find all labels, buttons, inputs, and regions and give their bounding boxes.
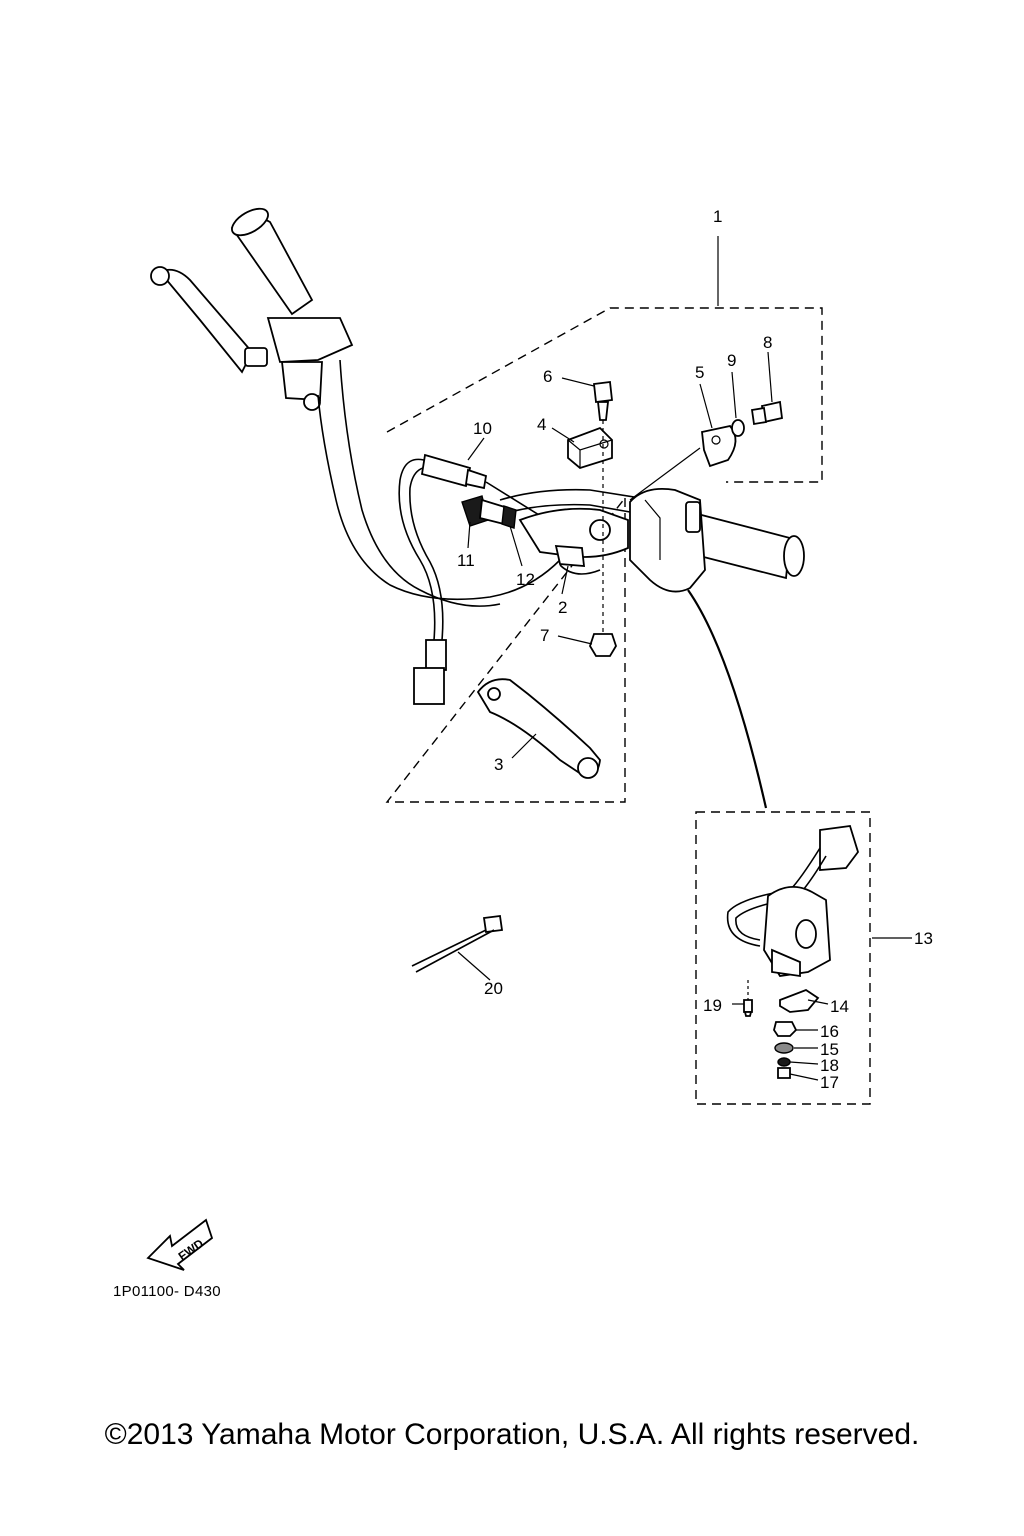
callout-7: 7 xyxy=(540,626,549,645)
kit-13-boundary xyxy=(695,811,871,1105)
fwd-arrow-icon: FWD xyxy=(146,1218,214,1271)
callout-8: 8 xyxy=(763,333,772,352)
kit-1-boundary xyxy=(385,307,823,803)
callout-5: 5 xyxy=(695,363,704,382)
clutch-switch xyxy=(398,453,561,705)
part-8-screw xyxy=(750,400,783,426)
part-3-lever xyxy=(476,678,601,779)
callout-18: 18 xyxy=(820,1056,839,1075)
callout-13: 13 xyxy=(914,929,933,948)
right-switch-on-bar xyxy=(629,487,768,809)
part-9-washer xyxy=(731,419,745,437)
part-18-spring-washer xyxy=(777,1057,791,1067)
part-19-screw xyxy=(743,980,753,1017)
callout-9: 9 xyxy=(727,351,736,370)
part-16-nut xyxy=(773,1021,798,1037)
lever-holder xyxy=(518,507,629,575)
part-14-clamp xyxy=(779,988,820,1013)
copyright-notice: ©2013 Yamaha Motor Corporation, U.S.A. A… xyxy=(104,1418,920,1451)
callout-11: 11 xyxy=(457,551,475,570)
part-15-washer xyxy=(774,1042,794,1054)
callout-6: 6 xyxy=(543,367,552,386)
part-6-bolt xyxy=(593,380,613,635)
callout-1: 1 xyxy=(713,207,722,226)
part-7-nut xyxy=(589,633,617,657)
callout-20: 20 xyxy=(484,979,503,998)
callout-12: 12 xyxy=(516,570,535,589)
callout-4: 4 xyxy=(537,415,546,434)
part-13-switch-assembly xyxy=(726,825,859,978)
callout-15: 15 xyxy=(820,1040,839,1059)
drawing-reference-code: 1P01100- D430 xyxy=(113,1283,221,1300)
callout-10: 10 xyxy=(473,419,492,438)
callout-19: 19 xyxy=(703,996,722,1015)
leader-lines xyxy=(457,236,912,1081)
part-20-cable-tie xyxy=(411,914,504,973)
callout-labels: 1 2 3 4 5 6 7 8 9 10 11 12 13 14 15 16 1… xyxy=(457,207,933,1092)
callout-14: 14 xyxy=(830,997,849,1016)
cable-adjuster xyxy=(461,495,517,529)
part-5-clamp xyxy=(629,425,737,501)
callout-17: 17 xyxy=(820,1073,839,1092)
part-4-switch-block xyxy=(567,426,613,470)
callout-3: 3 xyxy=(494,755,503,774)
callout-2: 2 xyxy=(558,598,567,617)
callout-16: 16 xyxy=(820,1022,839,1041)
part-17-screw xyxy=(777,1067,791,1079)
